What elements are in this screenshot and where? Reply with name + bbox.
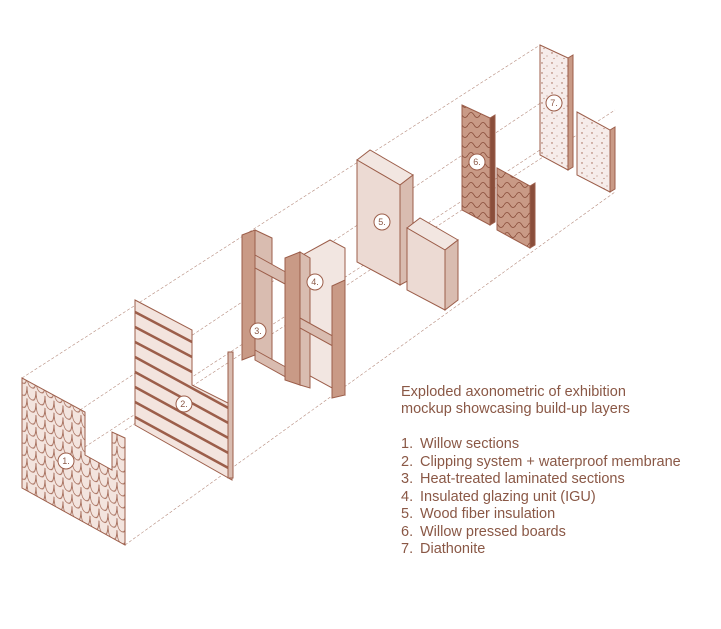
diagram-caption: Exploded axonometric of exhibition mocku…: [401, 384, 630, 418]
layer-willow-pressed-boards: [461, 104, 536, 249]
caption-line-1: Exploded axonometric of exhibition: [401, 384, 626, 400]
tag-6: 6.: [468, 153, 486, 171]
svg-text:6.: 6.: [473, 157, 481, 167]
layer-laminated-frame-and-igu: [241, 229, 346, 399]
legend-item: 2.Clipping system + waterproof membrane: [401, 453, 681, 470]
layer-legend: 1.Willow sections 2.Clipping system + wa…: [401, 436, 681, 559]
legend-item: 7.Diathonite: [401, 541, 486, 557]
layer-clipping-system: [134, 299, 234, 481]
svg-text:3.: 3.: [254, 326, 262, 336]
svg-text:1.: 1.: [62, 456, 70, 466]
svg-text:4.: 4.: [311, 277, 319, 287]
legend-item: 5.Wood fiber insulation: [401, 506, 556, 522]
layer-wood-fiber-insulation: [356, 149, 459, 312]
caption-line-2: mockup showcasing build-up layers: [401, 401, 630, 417]
svg-text:5.: 5.: [378, 217, 386, 227]
tag-4: 4.: [306, 273, 324, 291]
tag-2: 2.: [175, 395, 193, 413]
svg-text:2.: 2.: [180, 399, 188, 409]
tag-3: 3.: [249, 322, 267, 340]
layer-diathonite: [539, 44, 616, 193]
legend-item: 3.Heat-treated laminated sections: [401, 471, 625, 487]
tag-5: 5.: [373, 213, 391, 231]
legend-item: 6.Willow pressed boards: [401, 523, 566, 540]
layer-tags: 1. 2. 3. 4. 5. 6. 7.: [57, 94, 563, 470]
legend-item: 4.Insulated glazing unit (IGU): [401, 488, 596, 505]
tag-1: 1.: [57, 452, 75, 470]
tag-7: 7.: [545, 94, 563, 112]
svg-text:7.: 7.: [550, 98, 558, 108]
legend-item: 1.Willow sections: [401, 436, 520, 452]
